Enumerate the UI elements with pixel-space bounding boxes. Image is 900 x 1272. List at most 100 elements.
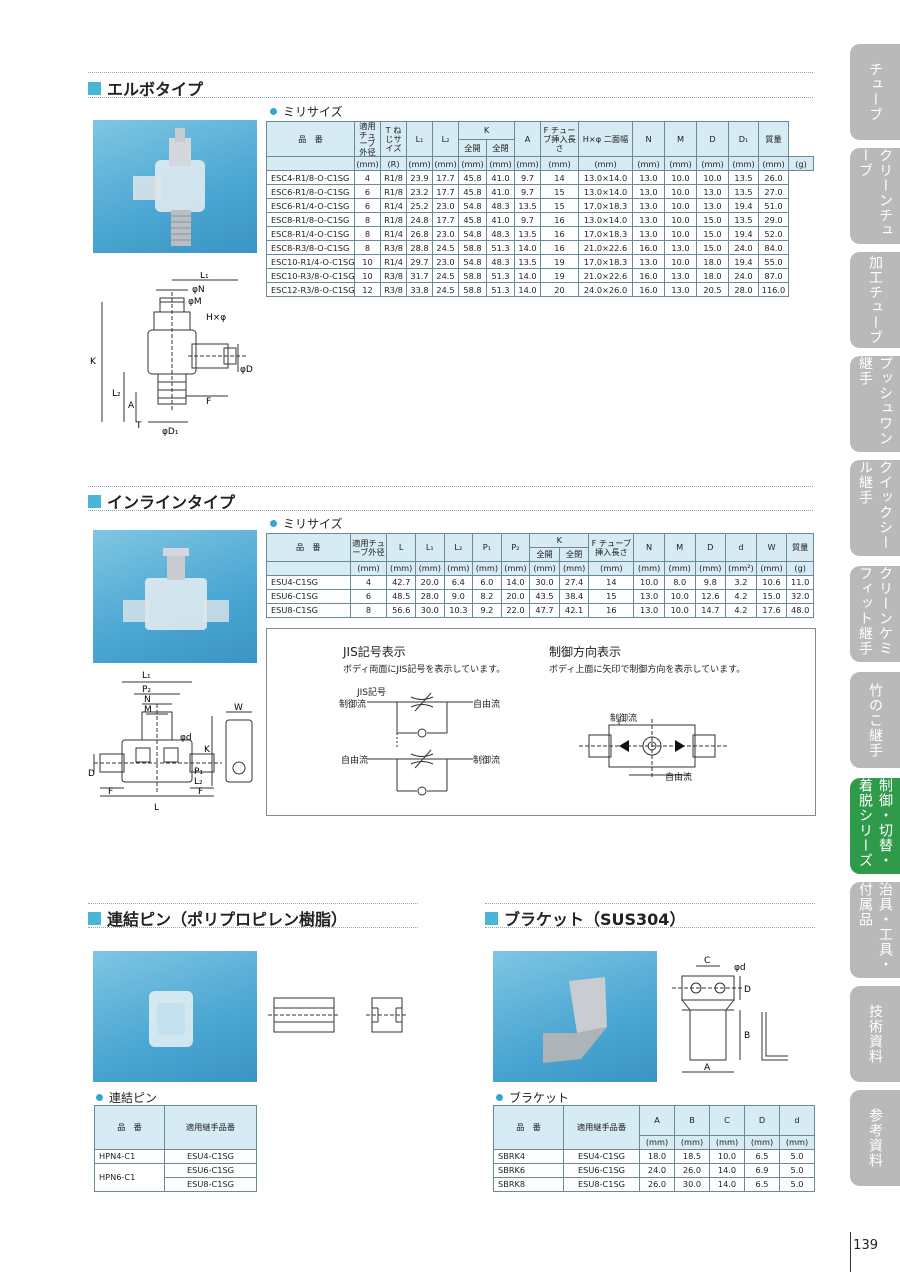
index-tab[interactable]: 加工チューブ (850, 252, 900, 348)
dim-k: K (90, 357, 97, 367)
index-tab[interactable]: クリーンケミフィット継手 (850, 566, 900, 662)
index-tab[interactable]: プッシュワン継手 (850, 356, 900, 452)
table-cell: 23.9 (406, 170, 433, 186)
unit-cell: (mm) (406, 156, 433, 172)
table-cell: 13.5 (728, 170, 759, 186)
table-cell: 20.0 (414, 575, 445, 590)
dim-l2: L₂ (112, 389, 121, 399)
photo-bracket (493, 951, 657, 1082)
unit-cell: (mm) (432, 156, 459, 172)
col-n: N (633, 533, 665, 562)
table-cell: 5.0 (779, 1163, 815, 1178)
section-title-inline: インラインタイプ (88, 489, 235, 513)
index-tab[interactable]: 竹のこ継手 (850, 672, 900, 768)
table-cell: 29.0 (758, 212, 789, 228)
col-part: 品 番 (266, 120, 355, 158)
table-cell: ESU4-C1SG (563, 1149, 640, 1164)
table-cell: 10.0 (709, 1149, 745, 1164)
table-cell: 17.7 (432, 184, 459, 200)
table-cell: 10.0 (663, 589, 696, 604)
col-k-full: 全開 (458, 138, 487, 158)
page-number-rule (850, 1232, 851, 1272)
table-cell: 18.5 (674, 1149, 710, 1164)
table-cell: 52.0 (758, 226, 789, 242)
col-l: L (386, 533, 416, 562)
col-f: F チューブ挿入長さ (588, 533, 635, 562)
table-cell: ESC10-R1/4-O-C1SG (266, 254, 355, 270)
col-d: D (694, 533, 727, 562)
dim-w: W (234, 703, 243, 713)
jis-free-label: 自由流 (473, 700, 501, 710)
table-cell: 21.0×22.6 (578, 268, 633, 284)
unit-cell: (mm) (696, 156, 729, 172)
table-cell: 14.0 (500, 575, 531, 590)
photo-elbow-fitting (93, 120, 257, 253)
index-tab[interactable]: 技術資料 (850, 986, 900, 1082)
col-dd: d (725, 533, 757, 562)
table-cell: 6 (349, 589, 388, 604)
col-m: M (663, 533, 696, 562)
table-cell: 32.0 (786, 589, 814, 604)
index-tab[interactable]: 参考資料 (850, 1090, 900, 1186)
unit-cell: (mm) (514, 156, 541, 172)
col-part: 品 番 (266, 533, 351, 562)
jis-title: JIS記号表示 (343, 645, 406, 659)
index-tab[interactable]: クリーンチューブ (850, 148, 900, 244)
table-cell: 8 (354, 226, 381, 242)
index-tab[interactable]: 制御・切替・着脱シリーズ (850, 778, 900, 874)
table-cell: 13.0 (664, 282, 697, 298)
table-cell: 15 (540, 184, 579, 200)
divider (88, 486, 813, 487)
table-cell: 30.0 (414, 603, 445, 618)
col-n: N (632, 120, 665, 158)
square-icon (88, 81, 101, 95)
table-cell: 18.0 (696, 268, 729, 284)
table-cell: 43.5 (529, 589, 560, 604)
table-cell: 23.0 (432, 226, 459, 242)
table-cell: 19 (540, 268, 579, 284)
jis-ctrl2-label: 制御流 (473, 756, 501, 766)
table-cell: 116.0 (758, 282, 789, 298)
index-tab[interactable]: クイックシール継手 (850, 460, 900, 556)
table-cell: 26.0 (639, 1177, 675, 1192)
col-tube: 適用チューブ外径 (354, 120, 381, 158)
table-cell: 5.0 (779, 1177, 815, 1192)
table-cell: 13.0 (632, 184, 665, 200)
table-cell: 14.0 (514, 240, 541, 256)
divider (485, 927, 815, 928)
square-icon (485, 911, 498, 925)
table-cell: 54.8 (458, 254, 487, 270)
table-cell: 10.0 (664, 184, 697, 200)
table-cell: 24.5 (432, 282, 459, 298)
bullet-icon (270, 108, 277, 115)
dim-l1: L₁ (142, 671, 151, 681)
index-tab[interactable]: チューブ (850, 44, 900, 140)
table-cell: 27.0 (758, 184, 789, 200)
table-cell: 13.0 (633, 589, 665, 604)
table-cell: 5.0 (779, 1149, 815, 1164)
table-cell: 4.2 (725, 589, 757, 604)
table-cell: 13.0 (632, 198, 665, 214)
divider (88, 72, 813, 73)
table-cell: 19.4 (728, 254, 759, 270)
dim-small-d: φd (180, 733, 192, 743)
unit-cell: (mm) (558, 561, 590, 576)
table-cell: 10.0 (664, 170, 697, 186)
table-cell: R1/8 (380, 184, 407, 200)
index-tab[interactable]: 治具・工具・付属品 (850, 882, 900, 978)
table-cell: 20 (540, 282, 579, 298)
dim-t: T (135, 421, 142, 431)
divider (485, 903, 815, 904)
dim-d: φD (240, 365, 253, 375)
unit-cell: (mm²) (725, 561, 757, 576)
jis-ctrl-label: 制御流 (339, 700, 367, 710)
table-cell: 22.0 (500, 603, 531, 618)
table-cell: 16.0 (632, 240, 665, 256)
col-k: K (458, 121, 515, 140)
col-a: A (514, 120, 541, 158)
table-cell: 17.0×18.3 (578, 198, 633, 214)
unit-cell: (mm) (588, 561, 635, 576)
